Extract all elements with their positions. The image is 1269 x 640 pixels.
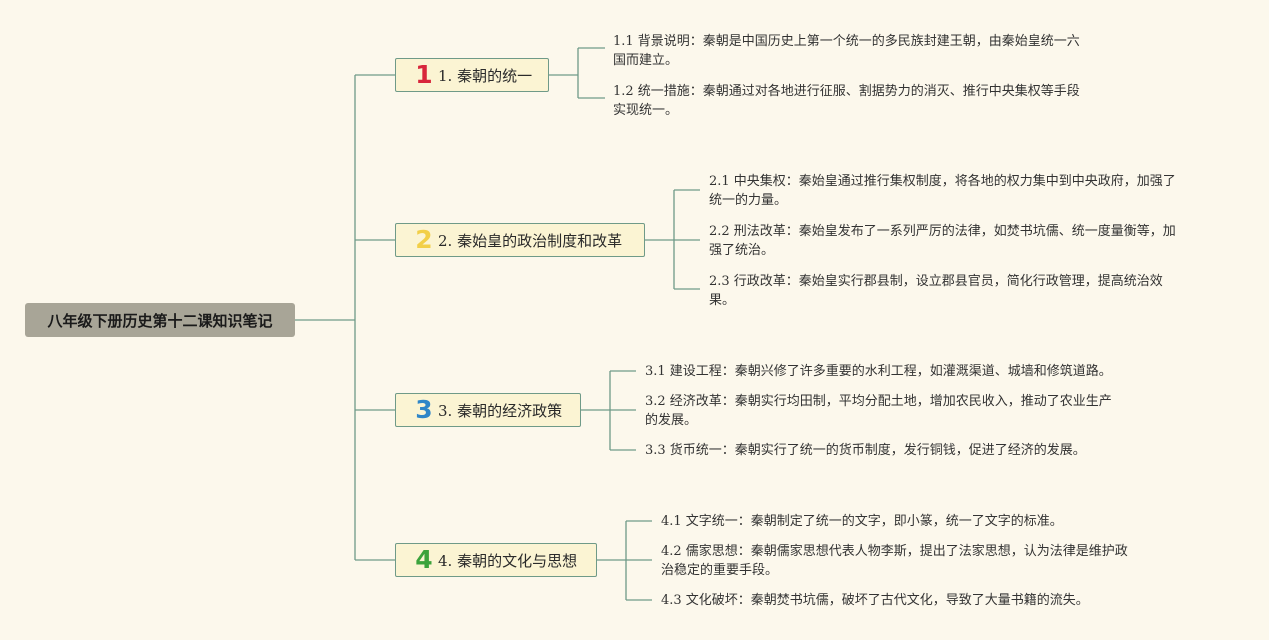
leaf-text-line: 统一的力量。 (709, 193, 788, 208)
root-label: 八年级下册历史第十二课知识笔记 (47, 311, 273, 330)
leaf-node-4-2[interactable]: 4.2 儒家思想：秦朝儒家思想代表人物李斯，提出了法家思想，认为法律是维护政 治… (661, 542, 1128, 580)
topic-label: 4. 秦朝的文化与思想 (438, 551, 578, 570)
leaf-group-connector-2 (644, 189, 700, 290)
leaf-text-line: 治稳定的重要手段。 (661, 563, 779, 578)
topic-label: 1. 秦朝的统一 (438, 66, 533, 85)
leaf-text-line: 果。 (709, 293, 736, 308)
leaf-text-line: 3.1 建设工程：秦朝兴修了许多重要的水利工程，如灌溉渠道、城墙和修筑道路。 (645, 364, 1112, 379)
topic-node-3[interactable]: 3 3. 秦朝的经济政策 (395, 393, 581, 427)
leaf-text-line: 2.1 中央集权：秦始皇通过推行集权制度，将各地的权力集中到中央政府，加强了 (709, 174, 1176, 189)
leaf-node-2-2[interactable]: 2.2 刑法改革：秦始皇发布了一系列严厉的法律，如焚书坑儒、统一度量衡等，加 强… (709, 222, 1176, 260)
leaf-text-line: 3.2 经济改革：秦朝实行均田制，平均分配土地，增加农民收入，推动了农业生产 (645, 394, 1112, 409)
topic-label: 3. 秦朝的经济政策 (438, 401, 563, 420)
leaf-text-line: 强了统治。 (709, 243, 775, 258)
leaf-text-line: 4.3 文化破坏：秦朝焚书坑儒，破坏了古代文化，导致了大量书籍的流失。 (661, 593, 1089, 608)
leaf-text-line: 4.2 儒家思想：秦朝儒家思想代表人物李斯，提出了法家思想，认为法律是维护政 (661, 544, 1128, 559)
root-node[interactable]: 八年级下册历史第十二课知识笔记 (25, 303, 295, 337)
topic-node-2[interactable]: 2 2. 秦始皇的政治制度和改革 (395, 223, 645, 257)
topic-node-4[interactable]: 4 4. 秦朝的文化与思想 (395, 543, 597, 577)
leaf-node-4-1[interactable]: 4.1 文字统一：秦朝制定了统一的文字，即小篆，统一了文字的标准。 (661, 512, 1063, 531)
leaf-group-connector-1 (548, 47, 605, 99)
number-four-icon: 4 (415, 545, 433, 574)
leaf-node-3-1[interactable]: 3.1 建设工程：秦朝兴修了许多重要的水利工程，如灌溉渠道、城墙和修筑道路。 (645, 362, 1112, 381)
topic-label: 2. 秦始皇的政治制度和改革 (438, 231, 623, 250)
leaf-text-line: 国而建立。 (613, 53, 679, 68)
leaf-node-2-1[interactable]: 2.1 中央集权：秦始皇通过推行集权制度，将各地的权力集中到中央政府，加强了 统… (709, 172, 1176, 210)
number-one-icon: 1 (415, 60, 433, 89)
leaf-node-3-2[interactable]: 3.2 经济改革：秦朝实行均田制，平均分配土地，增加农民收入，推动了农业生产 的… (645, 392, 1112, 430)
leaf-node-1-1[interactable]: 1.1 背景说明：秦朝是中国历史上第一个统一的多民族封建王朝，由秦始皇统一六 国… (613, 32, 1080, 70)
leaf-node-3-3[interactable]: 3.3 货币统一：秦朝实行了统一的货币制度，发行铜钱，促进了经济的发展。 (645, 441, 1086, 460)
leaf-text-line: 4.1 文字统一：秦朝制定了统一的文字，即小篆，统一了文字的标准。 (661, 514, 1063, 529)
leaf-node-1-2[interactable]: 1.2 统一措施：秦朝通过对各地进行征服、割据势力的消灭、推行中央集权等手段 实… (613, 82, 1080, 120)
leaf-node-2-3[interactable]: 2.3 行政改革：秦始皇实行郡县制，设立郡县官员，简化行政管理，提高统治效 果。 (709, 272, 1163, 310)
leaf-group-connector-4 (596, 520, 652, 601)
leaf-text-line: 1.1 背景说明：秦朝是中国历史上第一个统一的多民族封建王朝，由秦始皇统一六 (613, 34, 1080, 49)
leaf-text-line: 的发展。 (645, 413, 698, 428)
number-two-icon: 2 (415, 225, 433, 254)
leaf-text-line: 1.2 统一措施：秦朝通过对各地进行征服、割据势力的消灭、推行中央集权等手段 (613, 84, 1080, 99)
leaf-group-connector-3 (580, 370, 636, 451)
leaf-text-line: 2.3 行政改革：秦始皇实行郡县制，设立郡县官员，简化行政管理，提高统治效 (709, 274, 1163, 289)
leaf-node-4-3[interactable]: 4.3 文化破坏：秦朝焚书坑儒，破坏了古代文化，导致了大量书籍的流失。 (661, 591, 1089, 610)
number-three-icon: 3 (415, 395, 433, 424)
leaf-text-line: 实现统一。 (613, 103, 679, 118)
topic-node-1[interactable]: 1 1. 秦朝的统一 (395, 58, 549, 92)
leaf-text-line: 2.2 刑法改革：秦始皇发布了一系列严厉的法律，如焚书坑儒、统一度量衡等，加 (709, 224, 1176, 239)
leaf-text-line: 3.3 货币统一：秦朝实行了统一的货币制度，发行铜钱，促进了经济的发展。 (645, 443, 1086, 458)
